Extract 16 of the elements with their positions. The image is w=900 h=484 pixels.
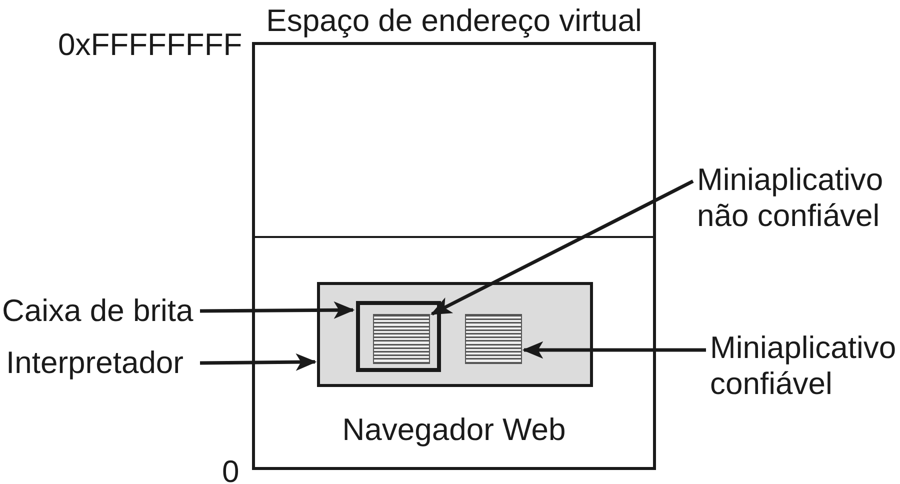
sandbox-box: [356, 301, 441, 372]
heading: Espaço de endereço virtual: [266, 3, 642, 38]
address-label: 0: [222, 454, 240, 484]
callout-label: Interpretador: [6, 345, 194, 381]
region-label: Navegador Web: [342, 412, 566, 447]
interpreter-box: [317, 282, 593, 387]
applet-block: [373, 314, 430, 364]
arrow: [200, 301, 355, 319]
callout-label: Miniaplicativo não confiável: [697, 162, 897, 236]
arrow: [430, 180, 694, 316]
applet-block: [465, 314, 522, 364]
arrow: [522, 341, 706, 359]
address-label: 0xFFFFFFFF: [58, 27, 242, 62]
callout-label: Caixa de brita: [2, 293, 194, 329]
callout-label: Miniaplicativo confiável: [710, 330, 900, 404]
arrow: [200, 353, 317, 371]
